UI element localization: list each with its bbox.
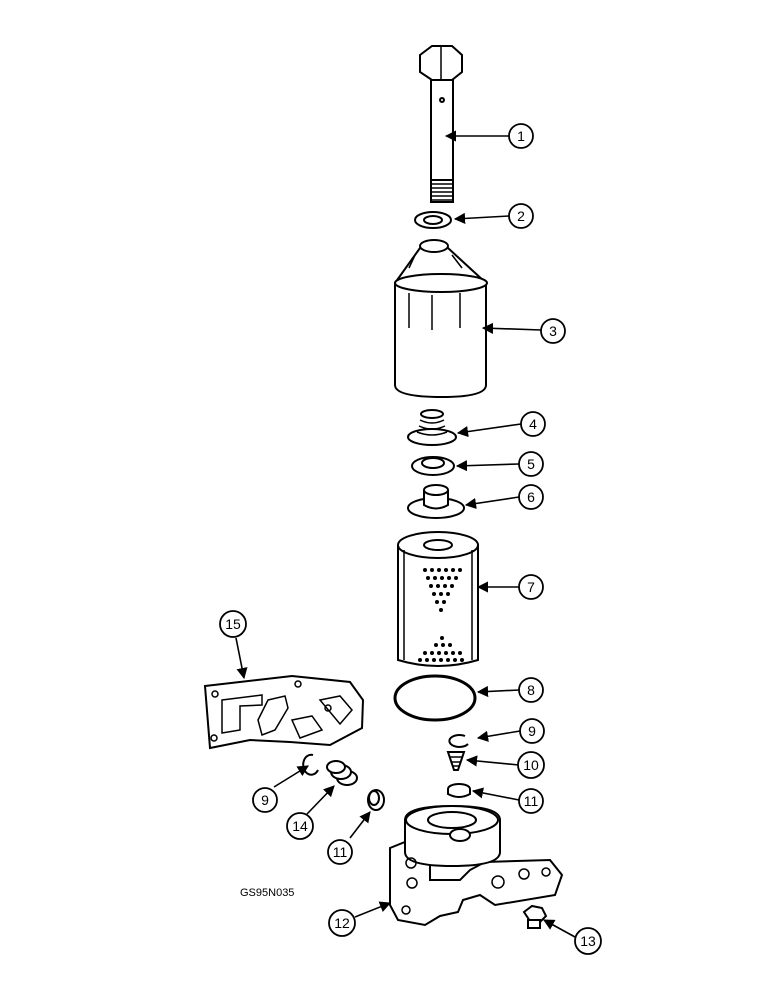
- callout-1: 1: [508, 123, 534, 149]
- svg-text:1: 1: [517, 128, 525, 144]
- svg-text:3: 3: [549, 323, 557, 339]
- callout-9-right: 9: [519, 718, 545, 744]
- part-bolt: [419, 45, 463, 203]
- part-seal-ring: [411, 456, 455, 476]
- part-gasket: [203, 674, 365, 750]
- svg-text:2: 2: [517, 208, 525, 224]
- svg-text:11: 11: [333, 844, 348, 860]
- filter-perforations: [418, 568, 464, 662]
- part-plug-left: [367, 789, 385, 811]
- svg-text:6: 6: [527, 489, 535, 505]
- svg-text:9: 9: [528, 723, 536, 739]
- part-valve-spring: [446, 751, 466, 771]
- leader-lines: [235, 130, 576, 938]
- part-retainer: [407, 484, 465, 519]
- part-drain-plug: [522, 904, 548, 929]
- callout-15: 15: [219, 610, 247, 638]
- part-filter-head: [389, 804, 564, 927]
- part-washer: [414, 211, 452, 229]
- part-o-ring: [393, 674, 477, 722]
- callout-11-right: 11: [518, 788, 544, 814]
- svg-text:7: 7: [527, 579, 535, 595]
- part-plug-right: [447, 783, 471, 798]
- svg-text:8: 8: [527, 682, 535, 698]
- callout-8: 8: [518, 677, 544, 703]
- svg-text:5: 5: [527, 456, 535, 472]
- svg-text:14: 14: [292, 818, 308, 834]
- part-filter-element: [397, 531, 479, 667]
- callout-10: 10: [517, 751, 545, 779]
- part-spring: [407, 409, 457, 446]
- callout-14: 14: [286, 812, 314, 840]
- svg-text:15: 15: [225, 616, 241, 632]
- callout-4: 4: [520, 411, 546, 437]
- callout-11-left: 11: [327, 839, 353, 865]
- svg-text:4: 4: [529, 416, 537, 432]
- callout-5: 5: [518, 451, 544, 477]
- part-snap-ring-right: [448, 733, 469, 748]
- svg-text:10: 10: [523, 757, 539, 773]
- callout-12: 12: [328, 909, 356, 937]
- callout-3: 3: [540, 318, 566, 344]
- figure-code: GS95N035: [240, 887, 294, 899]
- svg-text:9: 9: [261, 792, 269, 808]
- svg-text:11: 11: [524, 793, 539, 809]
- callout-6: 6: [518, 484, 544, 510]
- callout-9-left: 9: [252, 787, 278, 813]
- part-spring-valve-left: [326, 760, 358, 786]
- svg-text:12: 12: [334, 915, 350, 931]
- callout-13: 13: [574, 927, 602, 955]
- part-snap-ring-left: [302, 753, 319, 776]
- callout-7: 7: [518, 574, 544, 600]
- part-canister-housing: [394, 239, 488, 399]
- callout-2: 2: [508, 203, 534, 229]
- svg-text:13: 13: [580, 933, 596, 949]
